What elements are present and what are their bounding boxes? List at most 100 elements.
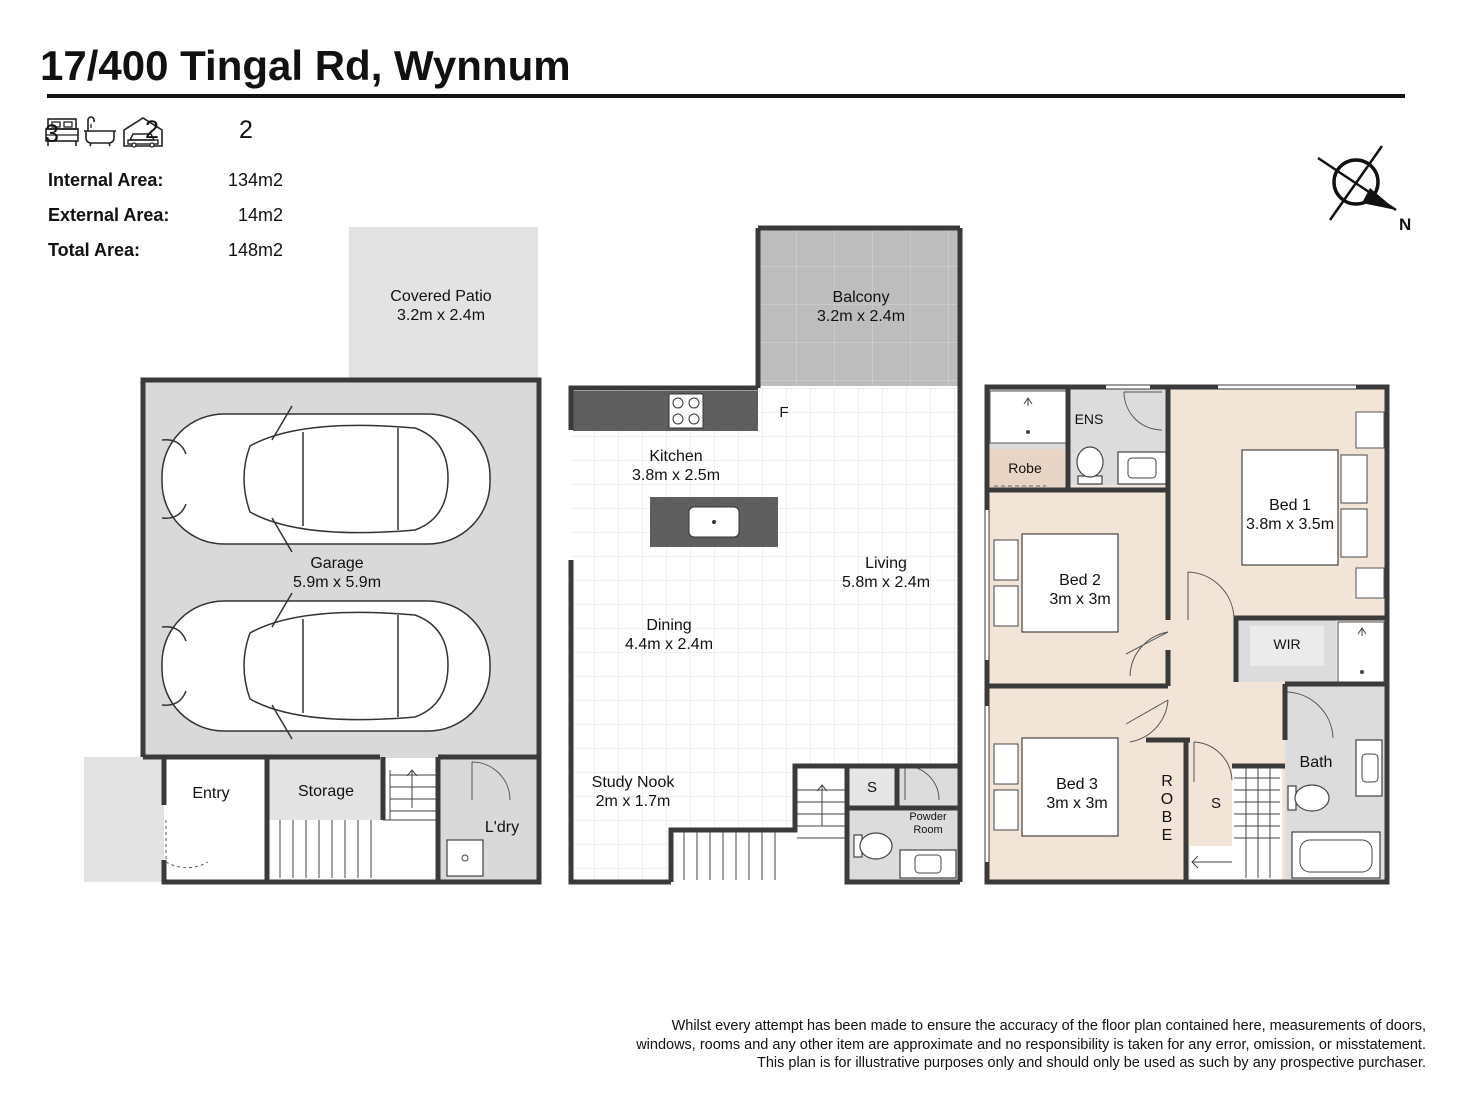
bed1-door-swing	[1187, 571, 1235, 620]
external-area-value: 14m2	[237, 205, 283, 225]
page-title: 17/400 Tingal Rd, Wynnum	[40, 42, 571, 89]
car-icon	[161, 405, 491, 553]
disclaimer-line: This plan is for illustrative purposes o…	[757, 1055, 1426, 1071]
stair-landing	[671, 830, 795, 882]
ens-basin-bowl-icon	[1127, 457, 1157, 479]
robe-vertical-letter: E	[1162, 827, 1173, 844]
storage-s-label: S	[867, 779, 877, 796]
shower-head-icon	[1357, 627, 1367, 636]
cooktop-burners	[672, 397, 700, 425]
living-name: Living	[865, 555, 907, 572]
bed1-pillow-icon	[1340, 454, 1368, 504]
living-size: 5.8m x 2.4m	[842, 574, 930, 591]
middle-walls	[568, 225, 963, 885]
bath-basin-bowl-icon	[1361, 753, 1379, 783]
bed1-size: 3.8m x 3.5m	[1246, 516, 1334, 533]
car-space-count: 2	[239, 116, 253, 144]
disclaimer-line: windows, rooms and any other item are ap…	[636, 1036, 1426, 1053]
vanity-basin-icon	[899, 849, 957, 879]
robe-vertical-letter: R	[1161, 773, 1173, 790]
internal-area-label: Internal Area:	[48, 170, 164, 190]
north-compass: N	[1317, 145, 1411, 234]
robe-vertical-letter: B	[1162, 809, 1173, 826]
dining-name: Dining	[646, 617, 691, 634]
garage-size: 5.9m x 5.9m	[293, 574, 381, 591]
study-size: 2m x 1.7m	[596, 793, 671, 810]
kitchen-bench	[573, 391, 758, 431]
bed1-bed-icon	[1241, 449, 1339, 566]
patio-name: Covered Patio	[390, 288, 491, 305]
upper-storage-s-label: S	[1211, 795, 1221, 812]
car-icon	[161, 592, 491, 740]
stairs	[683, 784, 845, 880]
bed1-side-table-icon	[1355, 567, 1385, 599]
robe	[988, 449, 1066, 489]
stairs	[1191, 766, 1280, 878]
storage-cupboard	[849, 766, 897, 808]
middle-floor: Balcony 3.2m x 2.4m F Kitchen 3.8m x 2.5…	[568, 225, 963, 885]
robe-label: Robe	[1008, 460, 1042, 476]
garage-name: Garage	[310, 555, 363, 572]
entry	[164, 758, 267, 882]
internal-area-row: Internal Area: 134m2	[48, 170, 283, 191]
disclaimer-line: Whilst every attempt has been made to en…	[671, 1018, 1426, 1034]
bed2-pillow-icon	[993, 539, 1019, 581]
kitchen-name: Kitchen	[649, 448, 702, 465]
total-area-value: 148m2	[227, 240, 283, 260]
shower-head-icon	[1023, 397, 1033, 406]
total-area-row: Total Area: 148m2	[48, 240, 283, 261]
upper-stair-landing	[1190, 846, 1234, 880]
shower-drain-icon	[1360, 670, 1364, 674]
balcony-size: 3.2m x 2.4m	[817, 308, 905, 325]
bedroom-count: 3	[45, 120, 59, 148]
basin-bowl-icon	[914, 854, 942, 874]
upper-floor: ENS Robe Bed 1 3.8m x 3.5m Bed 2 3m x 3m…	[984, 384, 1390, 885]
ens-label: ENS	[1075, 411, 1104, 427]
bed-icon	[45, 118, 79, 146]
kitchen-size: 3.8m x 2.5m	[632, 467, 720, 484]
balcony-tiles	[758, 228, 960, 386]
bed3-size: 3m x 3m	[1046, 795, 1107, 812]
shower-drain-icon	[1026, 430, 1030, 434]
bed1-pillow-icon	[1340, 508, 1368, 558]
entry-label: Entry	[192, 785, 229, 802]
storage-label: Storage	[298, 783, 354, 800]
powder-label-line2: Room	[913, 824, 942, 836]
total-area-label: Total Area:	[48, 240, 141, 260]
covered-patio	[349, 227, 538, 379]
compass-north-label: N	[1399, 215, 1411, 234]
bath-shower	[1337, 621, 1385, 685]
robe-vertical-letter: O	[1161, 791, 1173, 808]
laundry-tub-icon	[446, 839, 484, 877]
ens-door-swing	[1123, 391, 1163, 431]
powder-room-entry	[897, 766, 960, 808]
bathtub-icon	[84, 116, 117, 147]
fridge-label: F	[779, 404, 788, 421]
feature-summary: 3 2 2	[45, 116, 253, 152]
entry-porch	[84, 757, 164, 882]
bed3-door-swing	[1125, 699, 1169, 743]
bed2-bed-icon	[1021, 533, 1119, 633]
powder-label-line1: Powder	[909, 811, 947, 823]
ens-vanity-icon	[1117, 451, 1167, 485]
bathtub-basin-icon	[1299, 839, 1373, 873]
toilet-icon	[853, 832, 893, 860]
bed3-name: Bed 3	[1056, 776, 1098, 793]
title-underline	[47, 94, 1405, 98]
upper-stair-flight	[1232, 766, 1282, 880]
north-arrow-icon	[1362, 188, 1396, 210]
dining-size: 4.4m x 2.4m	[625, 636, 713, 653]
bed2-door-swing	[1125, 631, 1169, 677]
stair-flight	[795, 766, 847, 882]
toilet-icon	[1076, 446, 1104, 485]
garage-car-icon	[123, 117, 163, 148]
bath-label: Bath	[1300, 754, 1333, 771]
laundry-door-swing	[471, 761, 511, 801]
bed2-name: Bed 2	[1059, 572, 1101, 589]
study-name: Study Nook	[592, 774, 676, 791]
bed3-pillow-icon	[993, 789, 1019, 831]
laundry-label: L'dry	[485, 819, 519, 836]
bed1-name: Bed 1	[1269, 497, 1311, 514]
bed2-size: 3m x 3m	[1049, 591, 1110, 608]
